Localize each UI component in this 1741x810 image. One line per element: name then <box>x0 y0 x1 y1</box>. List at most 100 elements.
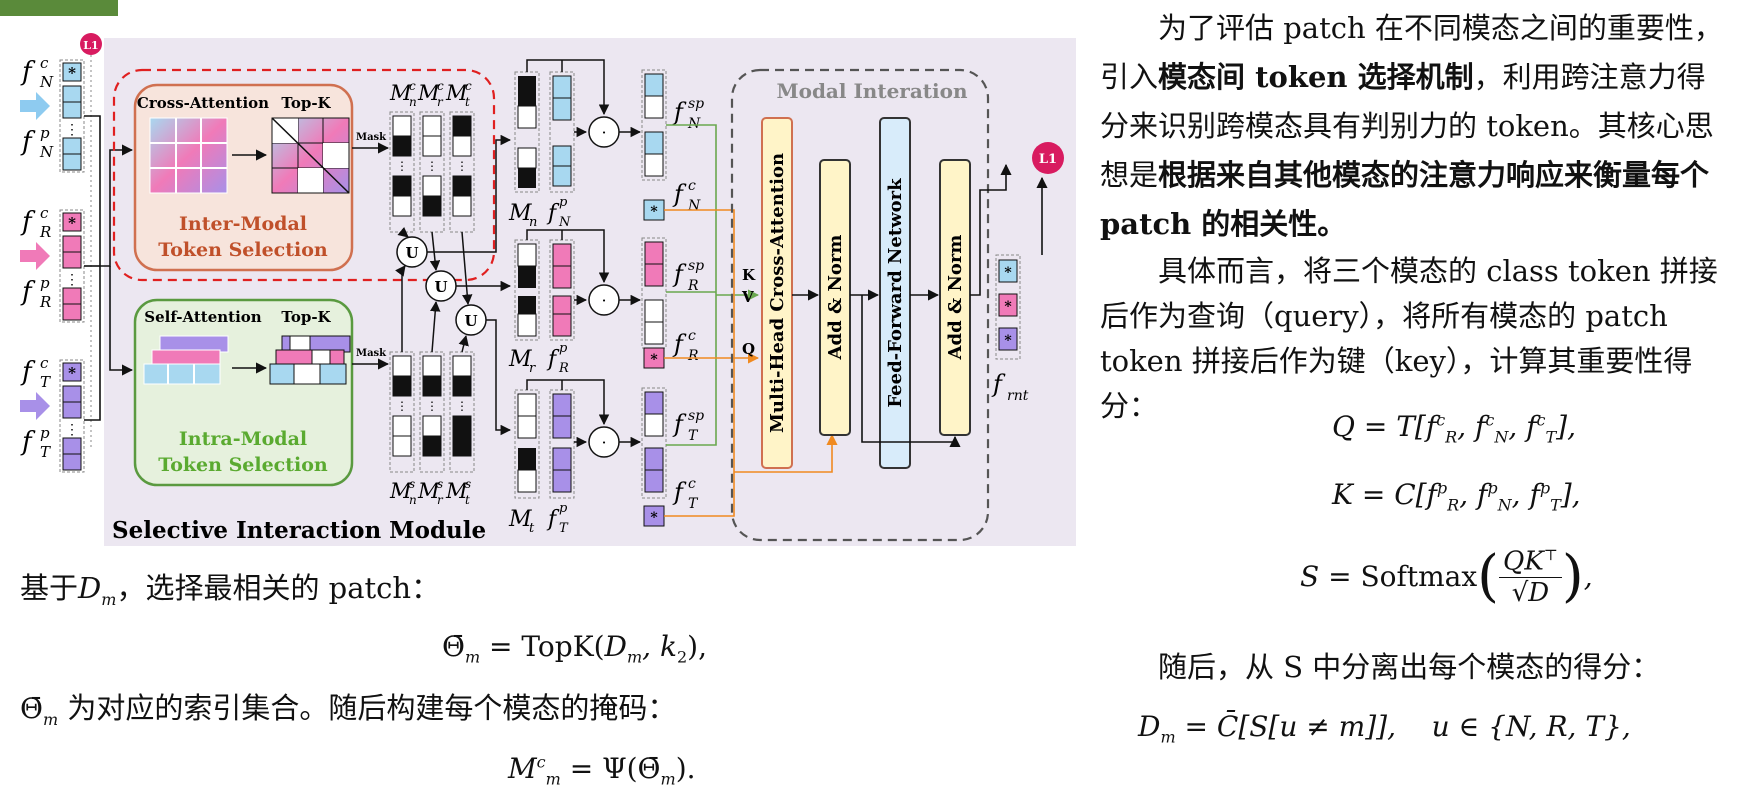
svg-text:Add & Norm: Add & Norm <box>825 235 846 361</box>
svg-text:N: N <box>558 215 571 230</box>
svg-text:c: c <box>40 354 49 372</box>
label-ms: M <box>389 479 412 503</box>
token-stack-nir: f c N f p N * ⋮ <box>20 54 85 173</box>
token-stack-rgb: f c R f p R * ⋮ <box>20 204 85 323</box>
l1-label-left: L1 <box>83 39 98 52</box>
rgb-input-arrow-icon <box>20 242 50 270</box>
svg-text:Add & Norm: Add & Norm <box>945 235 966 361</box>
svg-text:·: · <box>601 291 606 310</box>
svg-text:Top-K: Top-K <box>281 94 331 112</box>
svg-text:Self-Attention: Self-Attention <box>144 308 262 326</box>
svg-text:Intra-Modal: Intra-Modal <box>179 428 307 450</box>
eq-dm: Dm = C̄[S[u ≠ m]], u ∈ {N, R, T}, <box>1138 710 1631 747</box>
svg-text:p: p <box>40 124 50 142</box>
eq-softmax: S = Softmax ( QK⊤ √D ), <box>1300 543 1593 609</box>
label-f-n-c: f <box>20 57 36 87</box>
svg-text:f: f <box>20 277 36 307</box>
svg-text:Token Selection: Token Selection <box>158 239 328 261</box>
bottom-line-1: 基于Dm，选择最相关的 patch： <box>20 571 441 609</box>
svg-text:Top-K: Top-K <box>281 308 331 326</box>
svg-text:t: t <box>529 521 535 536</box>
svg-text:U: U <box>405 244 418 262</box>
svg-text:U: U <box>434 278 447 296</box>
svg-text:R: R <box>39 293 51 311</box>
inter-modal-dashed-region <box>112 68 496 282</box>
svg-text:R: R <box>687 278 699 294</box>
inter-modal-token-selection: Cross-Attention Top-K Inter-Modal Token … <box>133 83 354 272</box>
l1-badge-left <box>80 33 102 55</box>
svg-text:*: * <box>1004 265 1012 281</box>
svg-text:r: r <box>529 361 536 376</box>
svg-text:*: * <box>1004 333 1012 349</box>
svg-text:Token Selection: Token Selection <box>158 454 328 476</box>
mask-columns-self: ⋮ ⋮ ⋮ <box>389 351 475 473</box>
svg-text:U: U <box>464 312 477 330</box>
svg-text:⋮: ⋮ <box>456 399 468 413</box>
svg-text:*: * <box>650 204 658 220</box>
svg-text:sp: sp <box>688 408 704 424</box>
svg-text:Modal Interation: Modal Interation <box>776 79 968 103</box>
svg-text:c: c <box>465 79 472 93</box>
architecture-figure: L1 f c N f p N * ⋮ f c R f p R * ⋮ <box>20 33 1076 546</box>
svg-text:*: * <box>68 364 76 382</box>
svg-text:*: * <box>1004 299 1012 315</box>
svg-text:N: N <box>687 198 701 214</box>
svg-text:M: M <box>508 201 532 226</box>
cross-attention-grid <box>149 117 228 194</box>
bottom-line-2: Θ̄m 为对应的索引集合。随后构建每个模态的掩码： <box>20 691 677 729</box>
svg-text:M: M <box>445 479 468 503</box>
svg-text:⋮: ⋮ <box>65 272 79 288</box>
svg-text:Mask: Mask <box>356 132 387 143</box>
svg-text:*: * <box>68 64 76 82</box>
tir-input-arrow-icon <box>20 392 50 420</box>
svg-text:K: K <box>742 266 756 284</box>
svg-text:M: M <box>417 81 440 105</box>
svg-text:p: p <box>559 195 568 210</box>
label-mc: M <box>389 81 412 105</box>
svg-text:f: f <box>20 427 36 457</box>
svg-text:·: · <box>601 433 606 452</box>
modal-interaction-region <box>730 68 990 542</box>
svg-text:Inter-Modal: Inter-Modal <box>179 213 307 235</box>
svg-text:Q: Q <box>742 340 755 358</box>
svg-text:M: M <box>445 81 468 105</box>
svg-text:V: V <box>741 288 754 306</box>
svg-text:R: R <box>558 361 569 376</box>
svg-text:s: s <box>465 477 471 491</box>
svg-text:c: c <box>688 476 696 492</box>
svg-text:M: M <box>508 507 532 532</box>
eq-topk: Θ̄m = TopK(Dm, k2), <box>442 630 707 667</box>
prose-paragraph-2: 具体而言，将三个模态的 class token 拼接后作为查询（query），将… <box>1100 254 1718 423</box>
nir-input-arrow-icon <box>20 92 50 120</box>
svg-text:p: p <box>40 424 50 442</box>
svg-text:c: c <box>437 79 444 93</box>
header-accent-bar <box>0 0 118 16</box>
svg-text:T: T <box>40 443 51 461</box>
union-operators: U U U <box>396 236 487 336</box>
svg-text:n: n <box>529 215 537 230</box>
svg-text:sp: sp <box>688 96 704 112</box>
svg-text:p: p <box>559 341 568 356</box>
svg-text:⋮: ⋮ <box>65 122 79 138</box>
svg-text:p: p <box>40 274 50 292</box>
transformer-blocks: Multi-Head Cross-Attention Add & Norm Fe… <box>761 117 971 469</box>
svg-text:sp: sp <box>688 258 704 274</box>
svg-text:Multi-Head Cross-Attention: Multi-Head Cross-Attention <box>767 153 788 433</box>
svg-text:n: n <box>409 95 417 109</box>
svg-text:c: c <box>409 79 416 93</box>
svg-text:s: s <box>437 477 443 491</box>
topk-grid-inter <box>271 117 350 194</box>
prose-paragraph-3: 随后，从 S 中分离出每个模态的得分： <box>1158 650 1661 684</box>
svg-text:T: T <box>688 428 699 444</box>
topk-tokens-intra <box>269 335 351 385</box>
svg-text:·: · <box>601 123 606 142</box>
svg-text:p: p <box>559 501 568 516</box>
svg-text:⋮: ⋮ <box>456 159 468 173</box>
svg-text:f: f <box>20 207 36 237</box>
svg-text:Cross-Attention: Cross-Attention <box>137 94 269 112</box>
svg-text:⋮: ⋮ <box>396 399 408 413</box>
intra-modal-token-selection: Self-Attention Top-K Intra-Modal Token S… <box>133 298 354 487</box>
svg-text:M: M <box>417 479 440 503</box>
svg-text:s: s <box>409 477 415 491</box>
